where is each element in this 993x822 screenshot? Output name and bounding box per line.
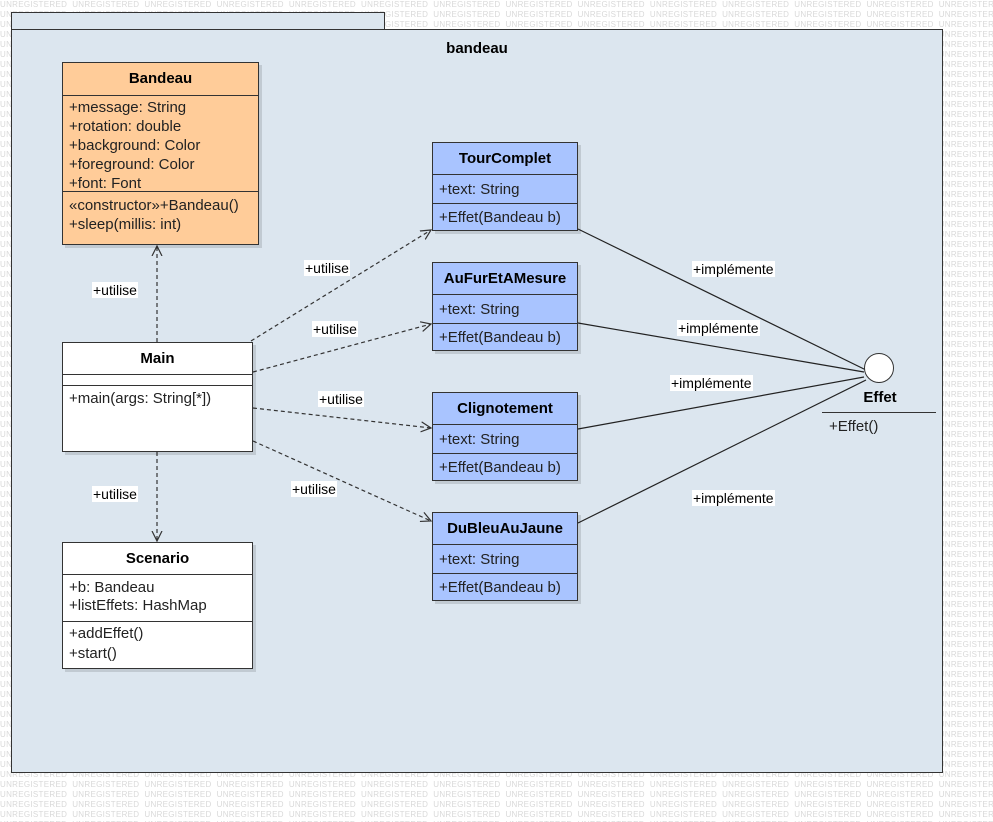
edge-real-tourcomplet[interactable] (577, 228, 867, 371)
edge-label-main-dubleuaujaune: +utilise (291, 481, 337, 497)
edge-main-tourcomplet[interactable] (250, 230, 431, 342)
edge-label-main-aufuretamesure: +utilise (312, 321, 358, 337)
class-bandeau-operations: «constructor»+Bandeau() +sleep(millis: i… (63, 192, 258, 237)
class-dubleuaujaune-name: DuBleuAuJaune (433, 513, 577, 545)
attribute: +rotation: double (69, 118, 182, 135)
class-tourcomplet[interactable]: TourComplet +text: String +Effet(Bandeau… (432, 142, 578, 231)
package-tab (11, 12, 385, 31)
package-title: bandeau (446, 40, 508, 57)
operation: +Effet(Bandeau b) (439, 329, 561, 346)
attribute: +text: String (439, 431, 520, 448)
edge-main-aufuretamesure[interactable] (252, 324, 431, 373)
edge-label-main-scenario: +utilise (92, 486, 138, 502)
class-clignotement-name: Clignotement (433, 393, 577, 425)
operation: +Effet(Bandeau b) (439, 459, 561, 476)
class-aufuretamesure-attributes: +text: String (433, 295, 577, 324)
class-scenario-attributes: +b: Bandeau +listEffets: HashMap (63, 575, 252, 622)
class-aufuretamesure-name: AuFurEtAMesure (433, 263, 577, 295)
class-main-operations: +main(args: String[*]) (63, 386, 252, 411)
edge-main-clignotement[interactable] (252, 407, 431, 428)
class-tourcomplet-attributes: +text: String (433, 175, 577, 204)
attribute: +listEffets: HashMap (69, 597, 207, 614)
edge-main-dubleuaujaune[interactable] (252, 440, 431, 521)
class-aufuretamesure[interactable]: AuFurEtAMesure +text: String +Effet(Band… (432, 262, 578, 351)
class-main-attributes (63, 375, 252, 386)
edge-label-main-clignotement: +utilise (318, 391, 364, 407)
class-clignotement[interactable]: Clignotement +text: String +Effet(Bandea… (432, 392, 578, 481)
class-tourcomplet-operations: +Effet(Bandeau b) (433, 204, 577, 231)
attribute: +b: Bandeau (69, 579, 155, 596)
attribute: +text: String (439, 301, 520, 318)
attribute: +font: Font (69, 175, 142, 192)
edge-label-real-dubleuaujaune: +implémente (692, 490, 775, 506)
class-bandeau-name: Bandeau (63, 63, 258, 96)
edge-label-real-clignotement: +implémente (670, 375, 753, 391)
attribute: +foreground: Color (69, 156, 195, 173)
attribute: +text: String (439, 181, 520, 198)
class-dubleuaujaune-attributes: +text: String (433, 545, 577, 574)
attribute: +text: String (439, 551, 520, 568)
class-dubleuaujaune-operations: +Effet(Bandeau b) (433, 574, 577, 601)
edge-real-clignotement[interactable] (577, 376, 865, 430)
class-bandeau[interactable]: Bandeau +message: String +rotation: doub… (62, 62, 259, 245)
interface-effet-lollipop-icon[interactable] (864, 353, 894, 383)
operation: +Effet(Bandeau b) (439, 579, 561, 596)
class-scenario[interactable]: Scenario +b: Bandeau +listEffets: HashMa… (62, 542, 253, 669)
operation: +Effet(Bandeau b) (439, 209, 561, 226)
class-main[interactable]: Main +main(args: String[*]) (62, 342, 253, 452)
class-tourcomplet-name: TourComplet (433, 143, 577, 175)
edge-label-real-tourcomplet: +implémente (692, 261, 775, 277)
class-dubleuaujaune[interactable]: DuBleuAuJaune +text: String +Effet(Bande… (432, 512, 578, 601)
operation: +start() (69, 645, 117, 662)
class-bandeau-attributes: +message: String +rotation: double +back… (63, 96, 258, 192)
class-clignotement-operations: +Effet(Bandeau b) (433, 454, 577, 481)
operation: «constructor»+Bandeau() (69, 197, 239, 214)
edge-label-main-tourcomplet: +utilise (304, 260, 350, 276)
class-clignotement-attributes: +text: String (433, 425, 577, 454)
interface-effet-divider (822, 412, 936, 413)
class-scenario-operations: +addEffet() +start() (63, 622, 252, 667)
interface-effet-operation: +Effet() (829, 418, 879, 435)
operation: +main(args: String[*]) (69, 390, 212, 407)
class-aufuretamesure-operations: +Effet(Bandeau b) (433, 324, 577, 351)
edge-real-aufuretamesure[interactable] (577, 322, 865, 373)
class-scenario-name: Scenario (63, 543, 252, 575)
attribute: +background: Color (69, 137, 201, 154)
interface-effet-name: Effet (863, 389, 897, 406)
attribute: +message: String (69, 99, 187, 116)
operation: +addEffet() (69, 625, 144, 642)
edge-label-real-aufuretamesure: +implémente (677, 320, 760, 336)
class-main-name: Main (63, 343, 252, 375)
edge-real-dubleuaujaune[interactable] (577, 379, 867, 524)
edge-label-main-bandeau: +utilise (92, 282, 138, 298)
operation: +sleep(millis: int) (69, 216, 182, 233)
